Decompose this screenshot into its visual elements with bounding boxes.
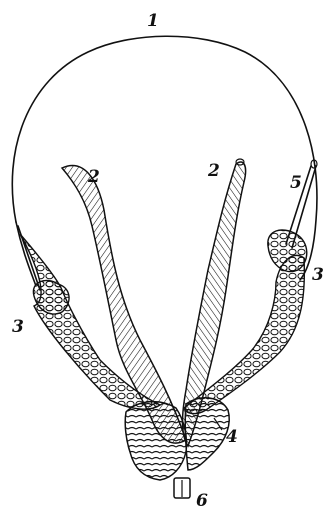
label-leaf-right: 2 (207, 161, 220, 181)
base-right (185, 398, 229, 470)
ovary-right-cluster (268, 230, 307, 272)
label-base: 4 (226, 427, 238, 447)
label-capsule: 1 (147, 11, 159, 31)
base-left (125, 402, 186, 480)
label-stalk: 6 (196, 491, 208, 508)
label-ovary-right: 3 (312, 265, 324, 285)
label-leaf-left: 2 (87, 167, 100, 187)
label-ovary-left: 3 (12, 317, 24, 337)
label-thread: 5 (290, 173, 302, 193)
